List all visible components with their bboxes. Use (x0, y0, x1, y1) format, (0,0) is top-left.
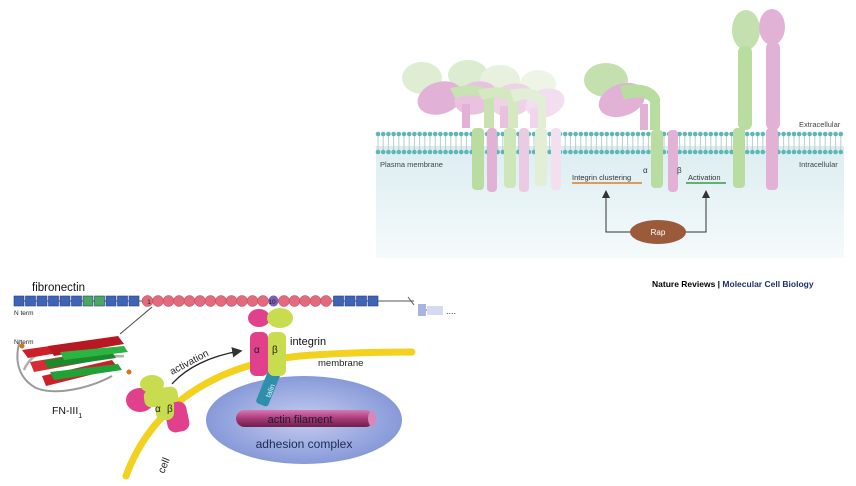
bent-integrin-cluster (402, 60, 565, 128)
activation-arrow (171, 347, 243, 385)
alpha-active-label: α (254, 345, 260, 356)
module-1-label: 1 (147, 299, 151, 306)
rap-to-activation-arrow (684, 190, 710, 233)
adhesion-complex-label: adhesion complex (256, 437, 353, 451)
credit-section: Molecular Cell Biology (722, 279, 814, 289)
actin-filament-end (368, 410, 376, 427)
fn-iii-label: FN-III1 (52, 405, 82, 420)
c-terminal-module-2 (427, 306, 443, 315)
alpha-tail-label: α (643, 166, 648, 175)
plasma-membrane-label: Plasma membrane (380, 160, 443, 169)
beta-tail-label: β (677, 166, 682, 175)
rap-label: Rap (651, 228, 666, 237)
n-term-label: N term (14, 310, 34, 317)
integrin-clustering-label: Integrin clustering (572, 173, 631, 182)
continuation-dots: .... (446, 306, 456, 316)
actin-filament-label: actin filament (268, 414, 333, 426)
c-terminal-module (418, 304, 426, 316)
intracellular-label: Intracellular (799, 160, 838, 169)
zoom-leader-line (119, 306, 153, 335)
integrin-label: integrin (290, 336, 326, 348)
inactive-integrin (126, 375, 190, 433)
activation-label: activation (168, 348, 210, 378)
fn-iii-ribbon-structure (16, 336, 132, 393)
beta-active-label: β (272, 345, 278, 356)
talin (256, 368, 281, 407)
rap-protein (630, 220, 686, 244)
rap-to-clustering-arrow (602, 190, 634, 233)
extracellular-label: Extracellular (799, 120, 841, 129)
credit-journal: Nature Reviews (652, 279, 716, 289)
journal-credit: Nature Reviews | Molecular Cell Biology (652, 279, 814, 289)
actin-filament (236, 410, 374, 427)
module-10-label: 10 (268, 299, 276, 306)
fibronectin-panel: fibronectin 1 10 N term .... N term FN-I… (13, 282, 456, 480)
n-term-label-ribbon: N term (14, 339, 34, 346)
chain-break-mark (404, 296, 415, 306)
membrane-label: membrane (318, 358, 363, 369)
membrane-panel: Extracellular Intracellular Plasma membr… (375, 9, 844, 258)
fibronectin-modules (13, 295, 379, 307)
cell-label: cell (156, 456, 173, 475)
active-integrin (248, 308, 293, 376)
integrin-tails (472, 128, 778, 192)
fibronectin-label: fibronectin (32, 282, 85, 294)
extended-integrin (732, 9, 785, 130)
credit-separator: | (715, 279, 723, 289)
beta-inactive-label: β (167, 404, 173, 415)
bent-integrin (584, 63, 660, 130)
alpha-inactive-label: α (155, 404, 161, 415)
activation-label-top: Activation (688, 173, 721, 182)
